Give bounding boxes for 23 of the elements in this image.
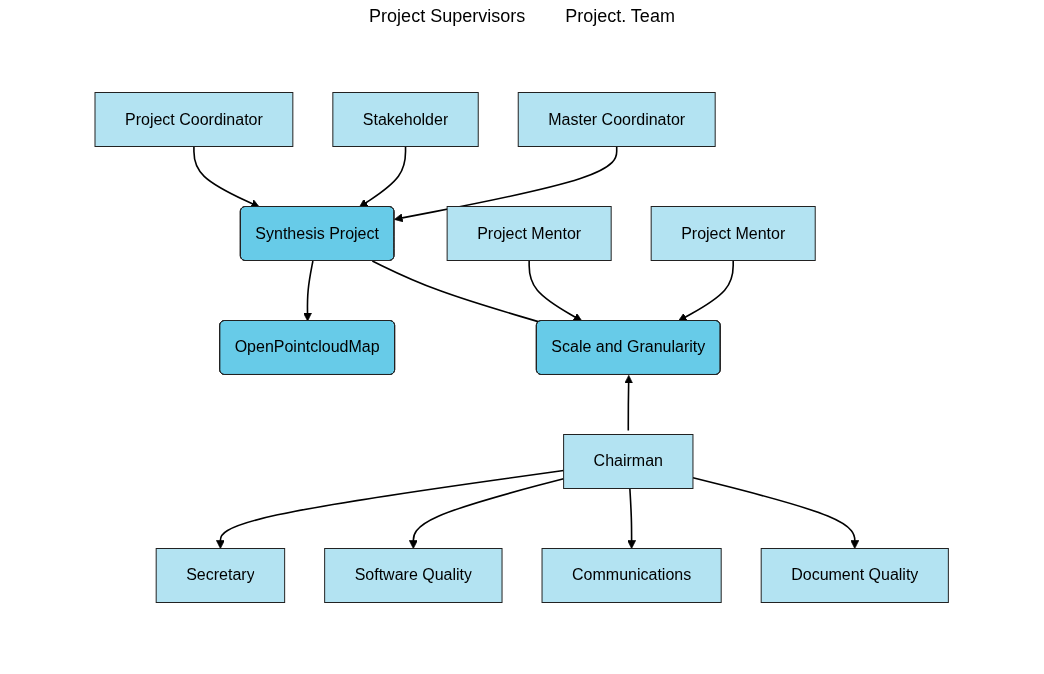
node-box: Document Quality	[761, 548, 950, 603]
group-label: Project. Team	[565, 6, 675, 27]
node-box: Project Coordinator	[94, 92, 294, 147]
arrow	[692, 476, 860, 549]
node-box: Software Quality	[324, 548, 503, 603]
node-box: Communications	[541, 548, 722, 603]
node-box: Master Coordinator	[518, 92, 716, 147]
arrow	[624, 375, 634, 432]
node-box: Project Mentor	[651, 206, 817, 261]
arrow	[409, 477, 565, 549]
arrow	[359, 145, 407, 208]
arrow	[193, 145, 260, 208]
node-box: Secretary	[156, 548, 286, 603]
group-label: Project Supervisors	[369, 6, 526, 27]
arrow	[528, 259, 583, 322]
node-box: Stakeholder	[332, 92, 480, 147]
arrow	[678, 259, 735, 322]
arrow	[394, 145, 618, 223]
node-box: Chairman	[563, 434, 694, 489]
arrow	[627, 487, 637, 549]
arrow	[216, 469, 565, 549]
node-box: Project Mentor	[446, 206, 612, 261]
arrow	[303, 260, 314, 322]
